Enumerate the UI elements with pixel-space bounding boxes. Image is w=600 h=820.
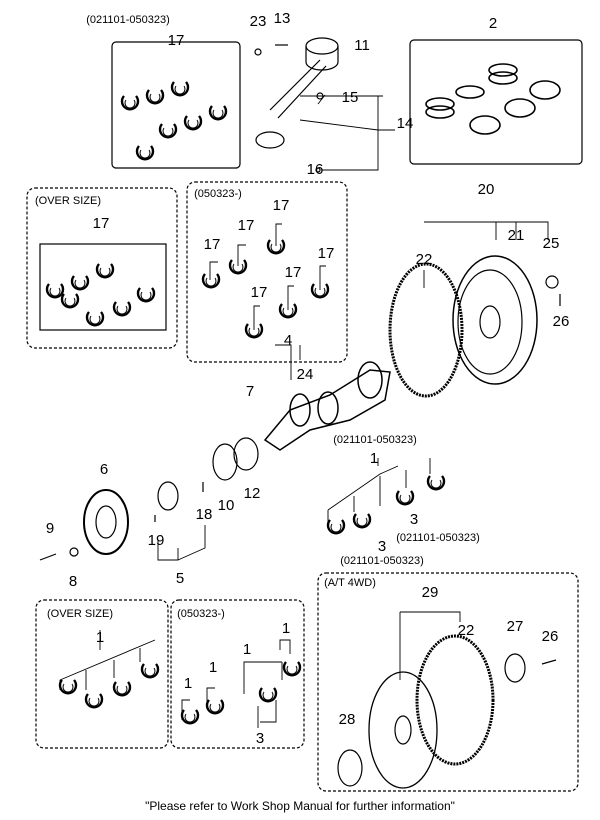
date-range-label: (050323-)	[177, 608, 225, 620]
piston-rings	[425, 63, 561, 135]
callout-7: 7	[245, 383, 255, 400]
callout-22: 22	[457, 622, 475, 639]
callout-25: 25	[542, 235, 560, 252]
callout-26: 26	[541, 628, 559, 645]
oversize-label: (OVER SIZE)	[34, 195, 102, 207]
callout-17: 17	[167, 32, 185, 49]
callout-1: 1	[242, 641, 252, 658]
callout-9: 9	[45, 520, 55, 537]
flywheel	[388, 255, 561, 398]
callout-4: 4	[283, 332, 293, 349]
callout-20: 20	[477, 181, 495, 198]
callout-3: 3	[377, 538, 387, 555]
callout-18: 18	[195, 506, 213, 523]
callout-17: 17	[272, 197, 290, 214]
front-parts	[39, 437, 259, 561]
callout-1: 1	[208, 659, 218, 676]
date-range-label: (021101-050323)	[340, 555, 424, 567]
callout-10: 10	[217, 497, 235, 514]
callout-17: 17	[237, 217, 255, 234]
callout-2: 2	[488, 15, 498, 32]
callout-15: 15	[341, 89, 359, 106]
callout-17: 17	[92, 215, 110, 232]
box-050323-17	[186, 181, 348, 363]
date-range-label: (050323-)	[194, 188, 242, 200]
box-050323-1	[170, 599, 305, 749]
box-oversize-17	[26, 187, 178, 349]
callout-29: 29	[421, 584, 439, 601]
callout-3: 3	[409, 511, 419, 528]
callout-16: 16	[306, 161, 324, 178]
piston-rod	[254, 37, 339, 173]
date-range-label: (021101-050323)	[333, 434, 417, 446]
callout-1: 1	[369, 450, 379, 467]
callout-21: 21	[507, 227, 525, 244]
callout-13: 13	[273, 10, 291, 27]
callout-24: 24	[296, 366, 314, 383]
callout-23: 23	[249, 13, 267, 30]
callout-12: 12	[243, 485, 261, 502]
callout-5: 5	[175, 570, 185, 587]
callout-27: 27	[506, 618, 524, 635]
callout-17: 17	[250, 284, 268, 301]
callout-17: 17	[203, 236, 221, 253]
box-piston-rings	[409, 39, 583, 165]
oversize-label: (OVER SIZE)	[46, 608, 114, 620]
crankshaft	[263, 361, 391, 451]
callout-14: 14	[396, 115, 414, 132]
callout-11: 11	[354, 37, 370, 54]
callout-22: 22	[415, 251, 433, 268]
date-range-label: (021101-050323)	[86, 14, 170, 26]
date-range-label: (021101-050323)	[396, 532, 480, 544]
box-bearing-set-17	[111, 41, 241, 169]
box-at-4wd	[317, 572, 579, 792]
callout-6: 6	[99, 461, 109, 478]
footer-note: "Please refer to Work Shop Manual for fu…	[145, 799, 455, 813]
callout-1: 1	[95, 629, 105, 646]
callout-3: 3	[255, 730, 265, 747]
callout-17: 17	[317, 245, 335, 262]
leader-lines	[59, 94, 549, 728]
callout-26: 26	[552, 313, 570, 330]
callout-8: 8	[68, 573, 78, 590]
callout-17: 17	[284, 264, 302, 281]
box-oversize-1	[35, 599, 169, 749]
drive-plate	[337, 634, 557, 789]
callout-1: 1	[183, 675, 193, 692]
callout-19: 19	[147, 532, 165, 549]
bearing-shells	[45, 80, 446, 725]
callout-1: 1	[281, 620, 291, 637]
callout-28: 28	[338, 711, 356, 728]
at-4wd-label: (A/T 4WD)	[324, 577, 376, 589]
